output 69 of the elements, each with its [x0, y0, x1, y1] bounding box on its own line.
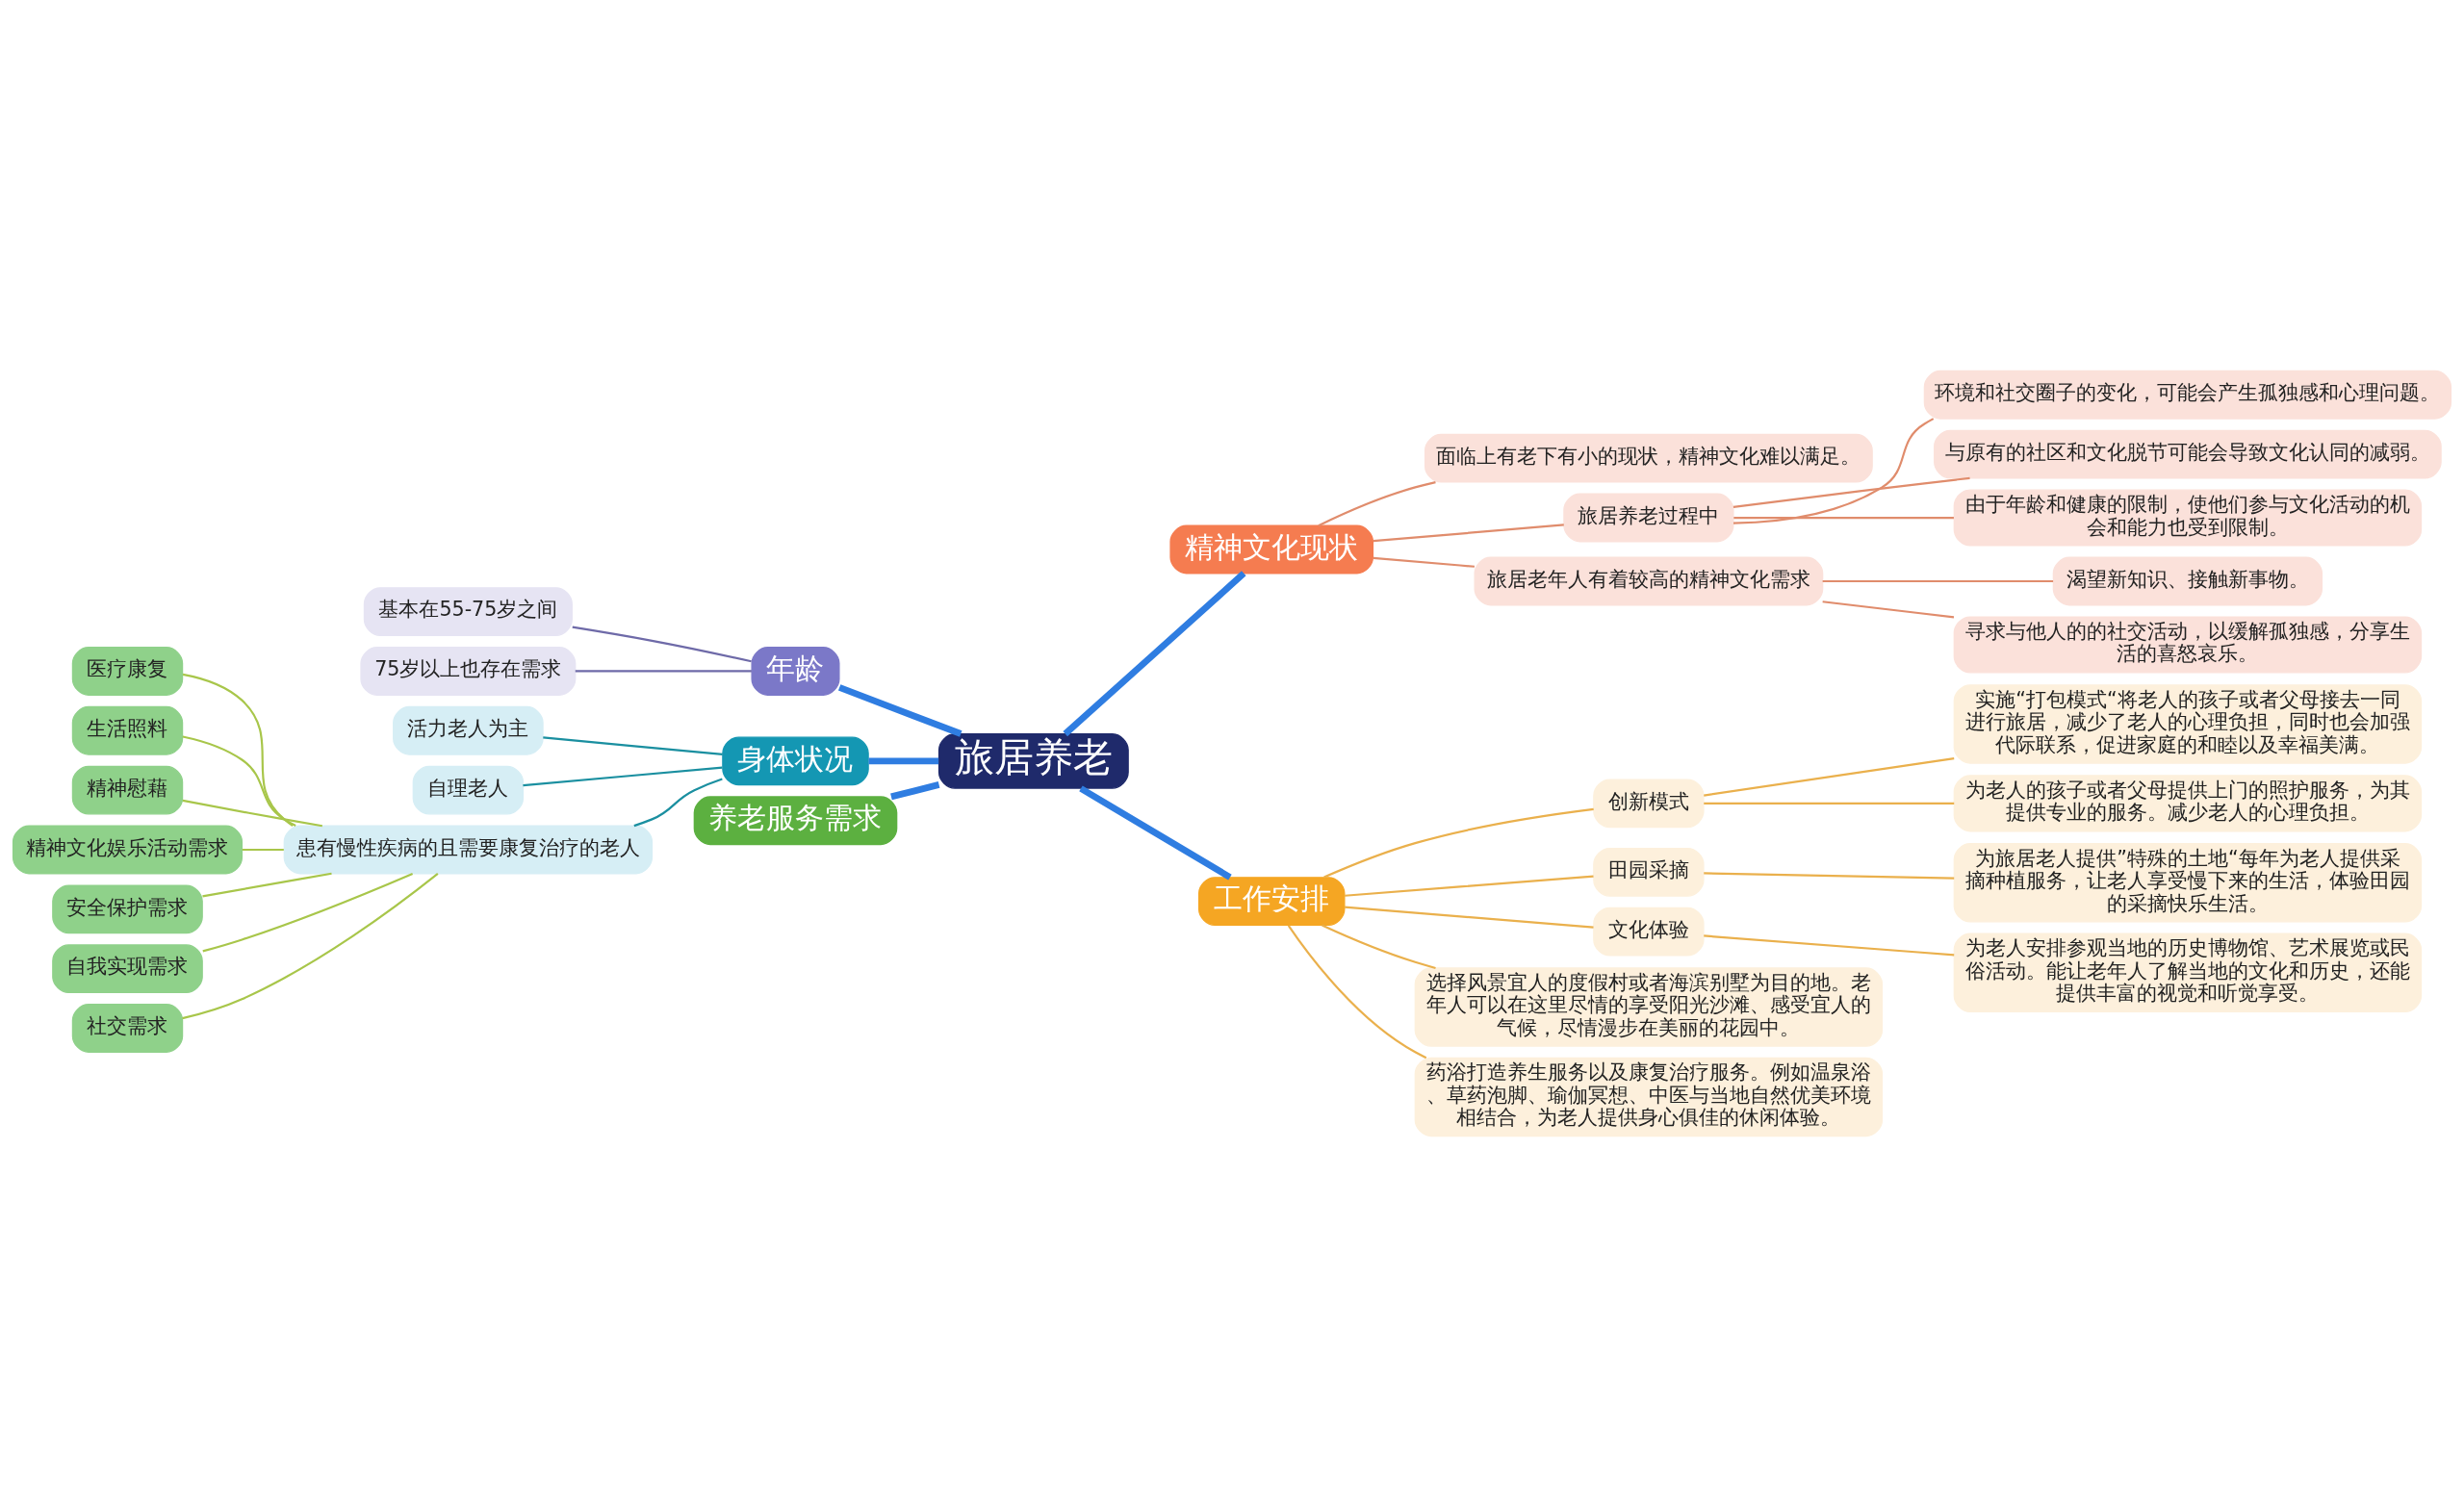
- node-box: 75岁以上也存在需求: [360, 647, 577, 696]
- node-box: 身体状况: [722, 736, 869, 786]
- node-box: 精神慰藉: [71, 765, 184, 815]
- node-box: 寻求与他人的的社交活动，以缓解孤独感，分享生活的喜怒哀乐。: [1953, 616, 2423, 674]
- connector: [1345, 906, 1594, 929]
- node-box: 精神文化娱乐活动需求: [12, 825, 244, 875]
- connector: [1063, 571, 1246, 737]
- node-box: 与原有的社区和文化脱节可能会导致文化认同的减弱。: [1934, 429, 2442, 479]
- node-box: 患有慢性疾病的且需要康复治疗的老人: [283, 825, 654, 875]
- connector: [1345, 875, 1594, 897]
- connector: [633, 778, 723, 828]
- node-box: 安全保护需求: [52, 884, 203, 934]
- node-box: 为老人安排参观当地的历史博物馆、艺术展览或民俗活动。能让老年人了解当地的文化和历史，还能提供丰富的视觉和听觉享受。: [1953, 932, 2423, 1012]
- node-box: 选择风景宜人的度假村或者海滨别墅为目的地。老年人可以在这里尽情的享受阳光沙滩、感受宜人的气候，尽情漫步在美丽的花园中。: [1414, 967, 1884, 1047]
- connector: [523, 766, 723, 787]
- connector: [1704, 934, 1955, 957]
- connector: [1732, 418, 1935, 524]
- connector: [1704, 872, 1955, 880]
- connector: [1733, 516, 1954, 520]
- node-box: 面临上有老下有小的现状，精神文化难以满足。: [1424, 433, 1873, 483]
- node-box: 药浴打造养生服务以及康复治疗服务。例如温泉浴、草药泡脚、瑜伽冥想、中医与当地自然优美环境相结合，为老人提供身心俱佳的休闲体验。: [1414, 1057, 1884, 1137]
- node-box: 精神文化现状: [1169, 524, 1374, 575]
- connector: [890, 781, 940, 801]
- node-box: 旅居老年人有着较高的精神文化需求: [1474, 556, 1824, 606]
- node-box: 活力老人为主: [393, 705, 544, 755]
- connector: [837, 684, 962, 737]
- node-box: 养老服务需求: [693, 796, 898, 846]
- node-box: 旅居养老过程中: [1563, 493, 1734, 543]
- node-box: 生活照料: [71, 705, 184, 755]
- connector: [1822, 600, 1955, 619]
- node-box: 由于年龄和健康的限制，使他们参与文化活动的机会和能力也受到限制。: [1953, 489, 2423, 547]
- connector: [1704, 802, 1955, 805]
- connector: [182, 799, 323, 828]
- connector: [575, 670, 752, 673]
- node-box: 自我实现需求: [52, 944, 203, 994]
- node-box: 文化体验: [1593, 907, 1705, 957]
- node-box: 为老人的孩子或者父母提供上门的照护服务，为其提供专业的服务。减少老人的心理负担。: [1953, 775, 2423, 832]
- node-box: 基本在55-75岁之间: [363, 587, 573, 637]
- connector: [182, 735, 296, 828]
- node-box: 为旅居老人提供”特殊的土地“每年为老人提供采摘种植服务，让老人享受慢下来的生活，体验田园的采摘快乐生活。: [1953, 843, 2423, 923]
- connector: [543, 736, 723, 755]
- node-box: 年龄: [751, 647, 840, 696]
- node-box: 旅居养老: [937, 733, 1129, 789]
- connector: [1287, 925, 1427, 1060]
- node-box: 环境和社交圈子的变化，可能会产生孤独感和心理问题。: [1923, 370, 2452, 420]
- connector: [182, 673, 294, 827]
- node-box: 医疗康复: [71, 647, 184, 696]
- connector: [1323, 807, 1594, 879]
- node-box: 创新模式: [1593, 779, 1705, 829]
- node-box: 渴望新知识、接触新事物。: [2052, 556, 2323, 606]
- connector: [1822, 579, 2054, 583]
- node-box: 实施“打包模式“将老人的孩子或者父母接去一同进行旅居，减少了老人的心理负担，同时也会加强代际联系，促进家庭的和睦以及幸福美满。: [1953, 684, 2423, 764]
- connector: [202, 872, 414, 953]
- node-box: 田园采摘: [1593, 847, 1705, 897]
- connector: [1373, 524, 1564, 543]
- connector: [1318, 481, 1436, 527]
- connector: [202, 872, 332, 898]
- connector: [1322, 924, 1436, 969]
- connector: [1079, 785, 1232, 881]
- node-box: 自理老人: [412, 765, 525, 815]
- node-box: 工作安排: [1197, 877, 1346, 926]
- connector: [1732, 476, 1970, 508]
- connector: [1373, 556, 1476, 568]
- connector: [242, 848, 284, 852]
- connector: [182, 873, 439, 1020]
- connector: [1704, 757, 1955, 797]
- connector: [572, 626, 752, 663]
- connector: [868, 757, 939, 765]
- node-box: 社交需求: [71, 1004, 184, 1053]
